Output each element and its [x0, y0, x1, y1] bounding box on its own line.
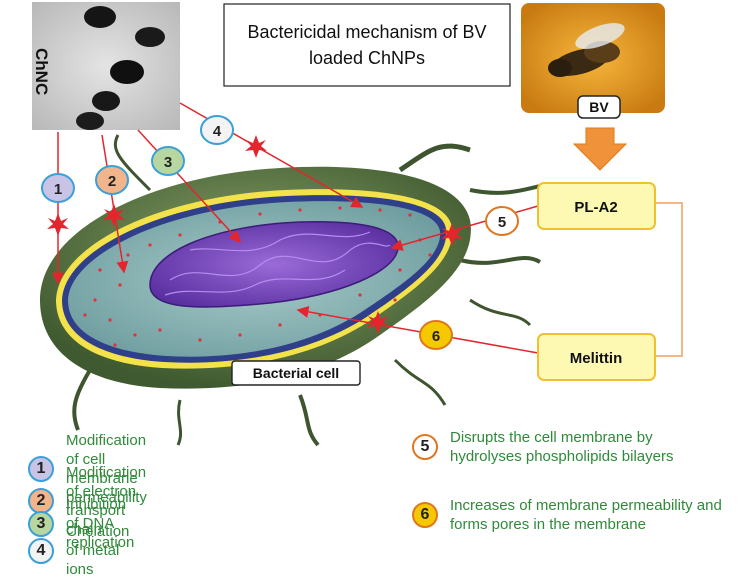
legend-item-6: 6 Increases of membrane permeability and… [412, 496, 738, 534]
svg-text:2: 2 [108, 173, 116, 190]
title-line-2: loaded ChNPs [309, 48, 425, 68]
legend-badge-3: 3 [28, 510, 54, 537]
legend-item-5: 5 Disrupts the cell membrane by hydrolys… [412, 428, 720, 466]
legend-item-2: 2 Modification of electron transport cha… [28, 463, 146, 539]
diagram-canvas: ChNC Bactericidal mechanism of BV loaded… [32, 2, 683, 447]
burst-star-5 [441, 223, 463, 246]
chnc-microscopy-image: ChNC [32, 2, 180, 130]
legend-text-6: Increases of membrane permeability and f… [450, 497, 722, 533]
diagram-stage: ChNC Bactericidal mechanism of BV loaded… [28, 2, 738, 578]
marker-5: 5 [485, 206, 519, 236]
pla2-box: PL-A2 [537, 182, 656, 230]
marker-6: 6 [419, 320, 453, 350]
legend-badge-6: 6 [412, 502, 438, 528]
svg-text:3: 3 [164, 154, 172, 171]
legend-item-1: 1 Modification of cell membrane permeabi… [28, 431, 147, 507]
bv-components-bracket [655, 202, 683, 357]
svg-text:6: 6 [432, 328, 440, 345]
bv-label: BV [589, 99, 609, 115]
chnc-label: ChNC [32, 48, 51, 95]
arrow-6 [296, 305, 539, 354]
legend-item-3: 3 Inhibition of DNA replication [28, 495, 134, 552]
bv-down-arrow [572, 127, 628, 171]
arrow-3 [137, 129, 242, 244]
bacterial-cell-label-box: Bacterial cell [231, 360, 361, 386]
legend-text-2: Modification of electron transport chain [66, 464, 147, 538]
bacterial-cell-label: Bacterial cell [253, 365, 339, 381]
burst-star-3 [245, 135, 267, 158]
marker-1: 1 [41, 173, 75, 203]
pla2-label: PL-A2 [574, 199, 617, 216]
legend-item-4: 4 Chelation of metal ions [28, 522, 129, 579]
marker-4: 4 [200, 115, 234, 145]
legend-badge-4: 4 [28, 537, 54, 564]
title-line-1: Bactericidal mechanism of BV [247, 22, 486, 42]
legend-badge-1: 1 [28, 456, 54, 482]
legend-text-3: Inhibition of DNA replication [66, 496, 135, 551]
svg-text:4: 4 [213, 123, 222, 140]
svg-text:1: 1 [54, 181, 62, 198]
arrow-2 [101, 134, 129, 274]
legend-text-5: Disrupts the cell membrane by hydrolyses… [450, 429, 674, 465]
bee-venom-image: BV [521, 3, 665, 119]
marker-3: 3 [151, 146, 185, 176]
burst-stars [47, 135, 463, 334]
bacterial-cell-illustration [40, 134, 561, 447]
melittin-box: Melittin [537, 333, 656, 381]
marker-2: 2 [95, 165, 129, 195]
burst-star-2 [103, 204, 125, 227]
bv-label-box [577, 95, 621, 119]
title-box: Bactericidal mechanism of BV loaded ChNP… [223, 3, 511, 87]
svg-text:5: 5 [498, 214, 506, 231]
legend-text-4: Chelation of metal ions [66, 523, 130, 578]
legend-text-1: Modification of cell membrane permeabili… [66, 432, 147, 506]
melittin-label: Melittin [570, 350, 623, 367]
number-markers: 1 2 3 4 5 6 [41, 115, 519, 350]
legend-badge-5: 5 [412, 434, 438, 460]
burst-star-1 [47, 213, 69, 236]
burst-star-6 [367, 311, 389, 334]
